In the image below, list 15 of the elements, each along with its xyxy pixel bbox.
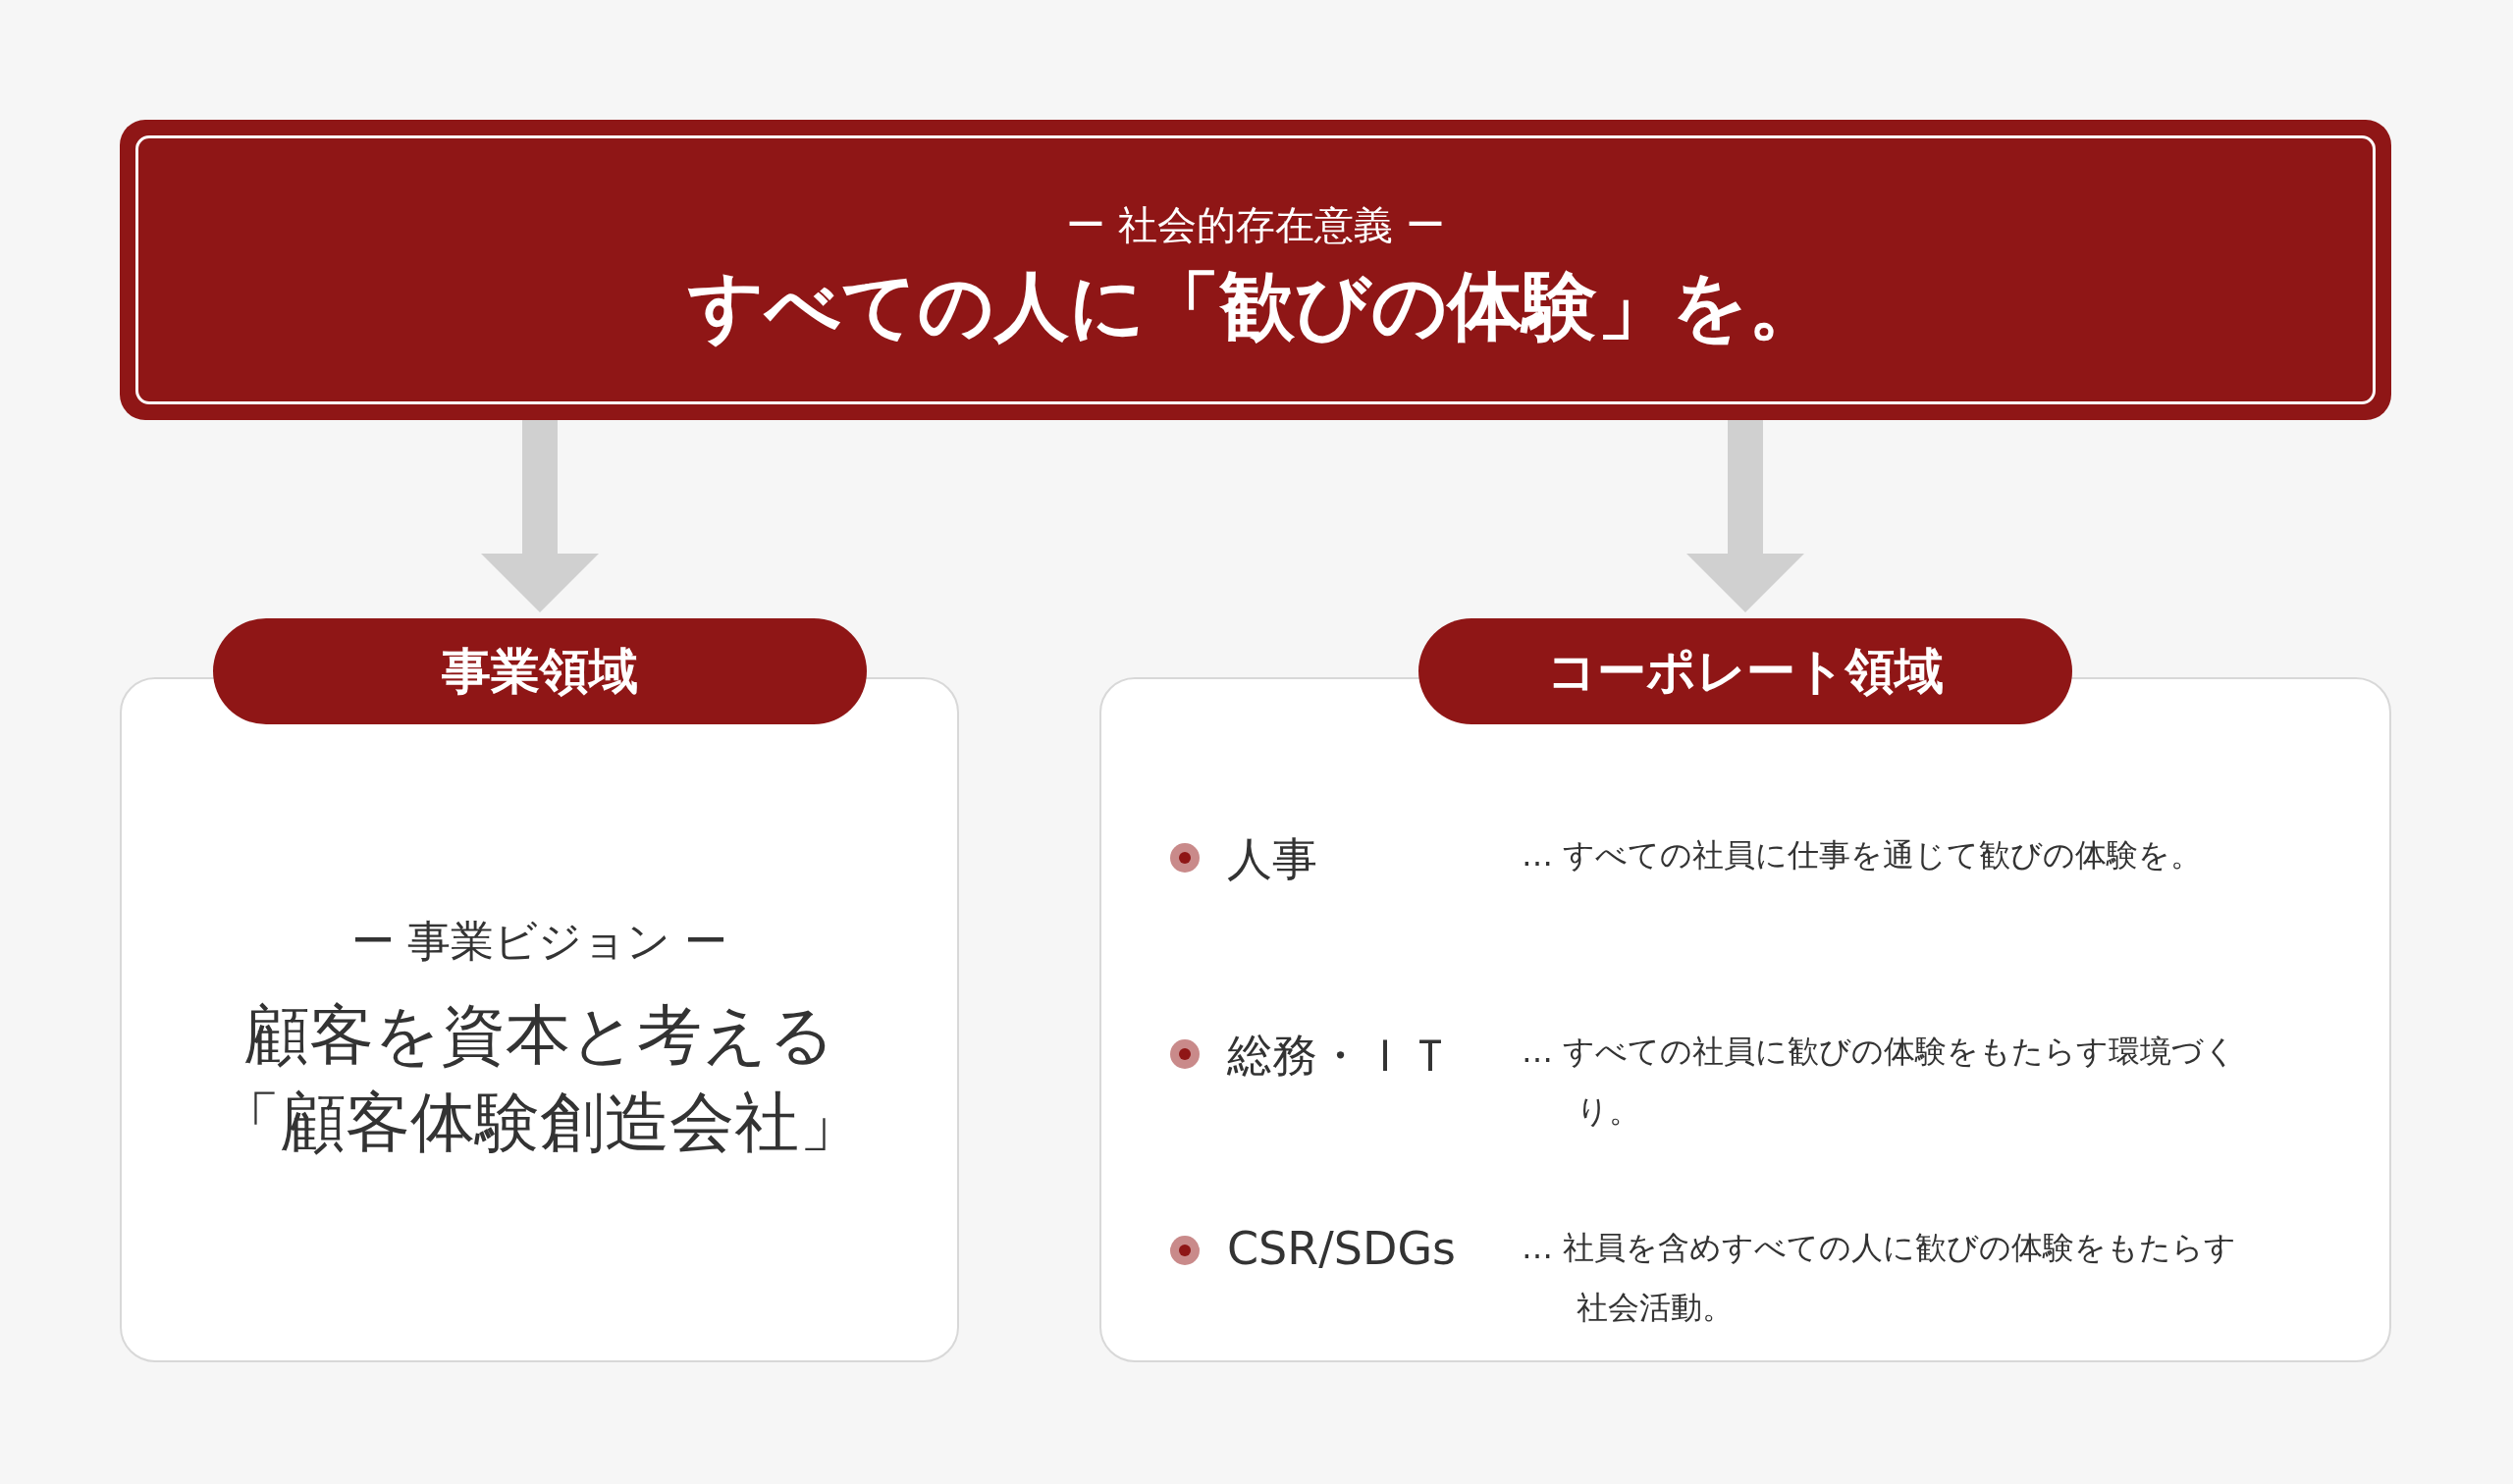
heading-pill: 事業領域 (213, 618, 867, 724)
item-label: 人事 (1227, 831, 1317, 887)
vision-statement: 顧客を資本と考える「顧客体験創造会社」 (214, 996, 865, 1163)
arrow (481, 420, 599, 612)
item-label: CSR/SDGs (1227, 1222, 1456, 1275)
item-description: … すべての社員に仕事を通じて歓びの体験を。 (1522, 835, 2204, 875)
banner-box (120, 120, 2391, 420)
item-description: … 社員を含めすべての人に歓びの体験をもたらす社会活動。 (1522, 1228, 2238, 1328)
item-description: … すべての社員に歓びの体験をもたらす環境づくり。 (1522, 1032, 2238, 1132)
item-label: 総務・ＩＴ (1227, 1028, 1453, 1084)
vision-subtitle: ー 事業ビジョン ー (349, 915, 729, 968)
heading-pill: コーポレート領域 (1418, 618, 2072, 724)
banner-subtitle: ー 社会的存在意義 ー (1065, 201, 1446, 249)
banner-title: すべての人に「歓びの体験」を。 (687, 261, 1824, 351)
arrow (1686, 420, 1804, 612)
